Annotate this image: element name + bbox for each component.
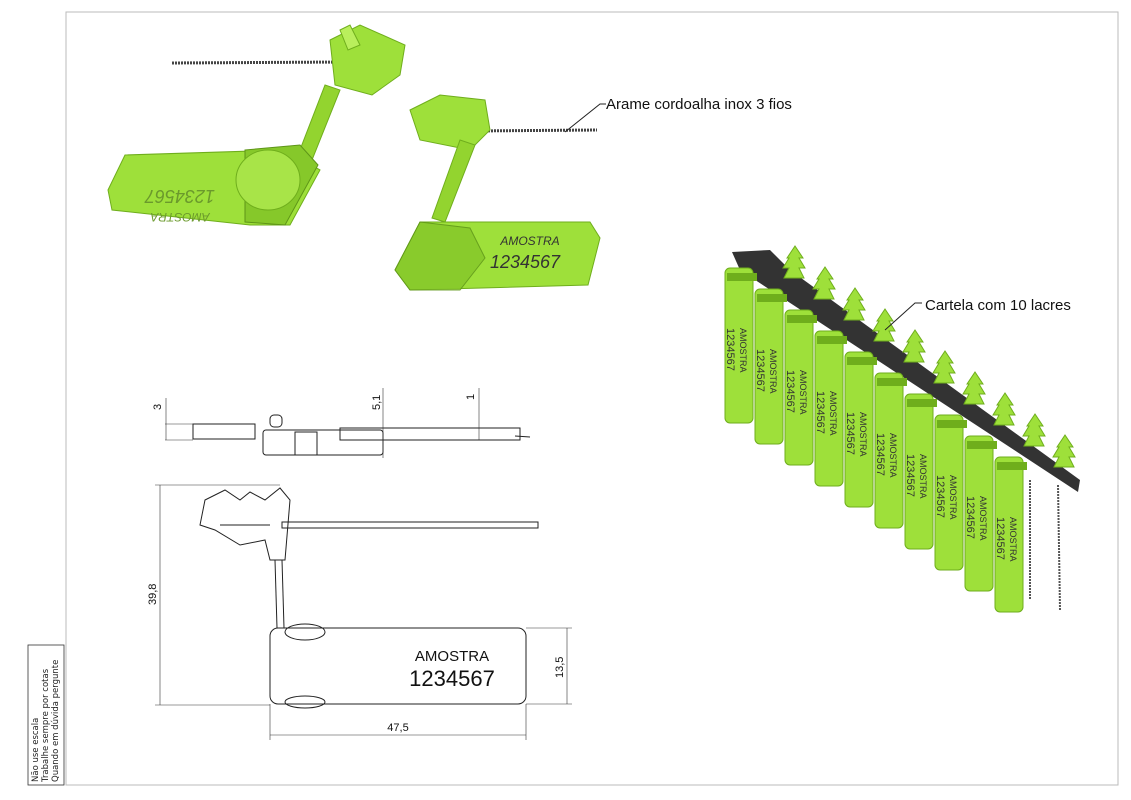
note-2: Trabalhe sempre por cotas bbox=[41, 668, 51, 783]
seal-head bbox=[1022, 413, 1046, 447]
seal-text-1: AMOSTRA bbox=[828, 391, 838, 436]
body-text-1: AMOSTRA bbox=[415, 648, 489, 665]
front-view: AMOSTRA 1234567 39,8 13,5 47,5 bbox=[147, 484, 572, 740]
seal-text-2: 1234567 bbox=[754, 349, 766, 392]
seal-text-2: 1234567 bbox=[994, 517, 1006, 560]
loose-wire bbox=[1057, 484, 1061, 611]
callout-wire: Arame cordoalha inox 3 fios bbox=[564, 96, 792, 133]
seal-front-text-2: 1234567 bbox=[490, 252, 561, 272]
side-view: 3 5,1 1 bbox=[152, 388, 531, 458]
seal-text-1: AMOSTRA bbox=[888, 433, 898, 478]
seal-text-1: AMOSTRA bbox=[858, 412, 868, 457]
sheet-border bbox=[65, 11, 1119, 786]
seal-rear-text-1: AMOSTRA bbox=[150, 210, 210, 224]
seal-3d-rear: AMOSTRA 1234567 bbox=[107, 24, 406, 226]
seal-head bbox=[992, 392, 1016, 426]
svg-text:Cartela com 10 lacres: Cartela com 10 lacres bbox=[925, 297, 1071, 314]
note-3: Quando em dúvida pergunte bbox=[51, 660, 61, 782]
seal-text-2: 1234567 bbox=[784, 370, 796, 413]
dim-total-height: 39,8 bbox=[147, 584, 159, 605]
dim-thickness: 3 bbox=[152, 404, 164, 410]
seal-head bbox=[782, 245, 806, 279]
callout-card: Cartela com 10 lacres bbox=[884, 297, 1071, 331]
seal-head bbox=[812, 266, 836, 300]
seal-text-2: 1234567 bbox=[934, 475, 946, 518]
seal-head bbox=[842, 287, 866, 321]
dim-head-height: 5,1 bbox=[371, 395, 383, 410]
body-text-2: 1234567 bbox=[409, 666, 495, 691]
seal-text-2: 1234567 bbox=[964, 496, 976, 539]
seal-text-2: 1234567 bbox=[874, 433, 886, 476]
seal-text-1: AMOSTRA bbox=[768, 349, 778, 394]
seal-head bbox=[962, 371, 986, 405]
note-1: Não use escala bbox=[31, 718, 41, 782]
seal-front-text-1: AMOSTRA bbox=[499, 234, 559, 248]
seal-text-1: AMOSTRA bbox=[738, 328, 748, 373]
seal-head bbox=[872, 308, 896, 342]
dim-wire: 1 bbox=[465, 394, 477, 400]
seal-text-2: 1234567 bbox=[844, 412, 856, 455]
seal-head bbox=[902, 329, 926, 363]
seal-text-2: 1234567 bbox=[814, 391, 826, 434]
seal-text-2: 1234567 bbox=[904, 454, 916, 497]
seal-head bbox=[932, 350, 956, 384]
notes-box: Não use escala Trabalhe sempre por cotas… bbox=[27, 644, 65, 786]
seal-head bbox=[1052, 434, 1076, 468]
seal-3d-front: AMOSTRA 1234567 bbox=[394, 94, 601, 291]
dim-body-width: 47,5 bbox=[387, 722, 408, 734]
seal-text-1: AMOSTRA bbox=[948, 475, 958, 520]
seal-rear-text-2: 1234567 bbox=[144, 186, 215, 206]
seal-text-1: AMOSTRA bbox=[918, 454, 928, 499]
seal-text-1: AMOSTRA bbox=[978, 496, 988, 541]
card-strip bbox=[732, 250, 1080, 492]
dim-body-height: 13,5 bbox=[554, 657, 566, 678]
seal-text-1: AMOSTRA bbox=[798, 370, 808, 415]
svg-text:Arame cordoalha inox 3 fios: Arame cordoalha inox 3 fios bbox=[606, 96, 792, 113]
seal-text-2: 1234567 bbox=[724, 328, 736, 371]
seal-text-1: AMOSTRA bbox=[1008, 517, 1018, 562]
